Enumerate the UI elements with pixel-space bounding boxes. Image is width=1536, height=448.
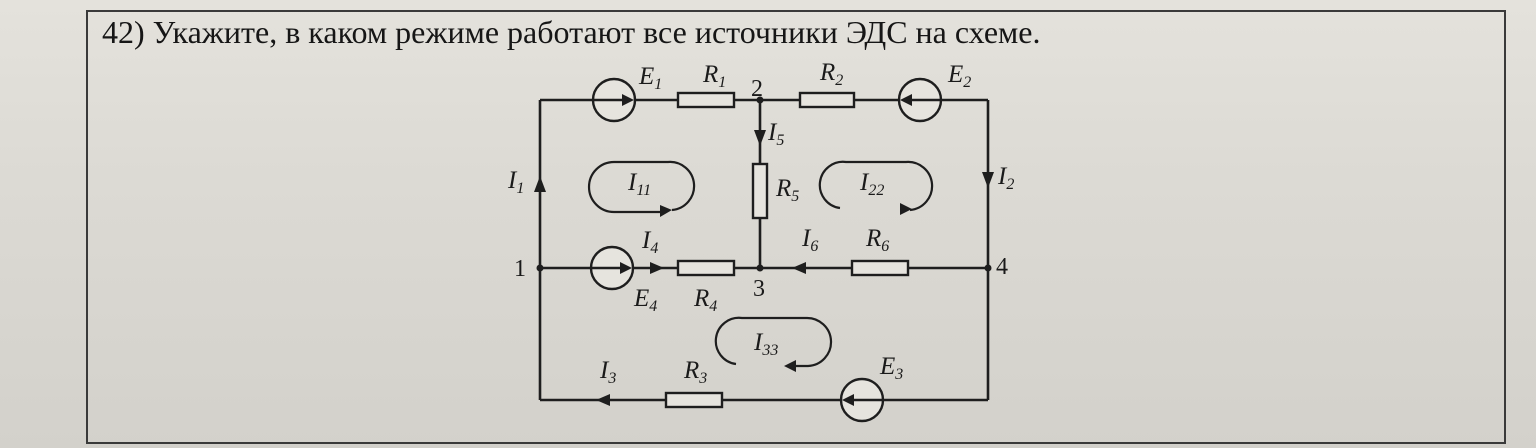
question-frame bbox=[86, 10, 1506, 444]
label-i6: I6 bbox=[801, 225, 818, 255]
label-r4: R4 bbox=[693, 285, 717, 315]
arrow-i2 bbox=[982, 172, 994, 188]
node-1: 1 bbox=[514, 256, 526, 282]
resistor-r5 bbox=[751, 162, 769, 220]
arrow-i3 bbox=[596, 394, 610, 406]
question-text: Укажите, в каком режиме работают все ист… bbox=[152, 14, 1041, 50]
label-r6: R6 bbox=[865, 225, 889, 255]
loop-i11 bbox=[587, 160, 696, 217]
loop-i22 bbox=[818, 160, 934, 215]
circuit-labels: E1 R1 2 R2 E2 I5 R5 I1 I2 I11 I22 I4 I6 … bbox=[507, 59, 1014, 387]
label-i3: I3 bbox=[599, 357, 616, 387]
label-i2: I2 bbox=[997, 163, 1014, 193]
loop-i33 bbox=[714, 316, 833, 372]
label-i5: I5 bbox=[767, 119, 784, 149]
label-r5: R5 bbox=[775, 175, 799, 205]
label-i4: I4 bbox=[641, 227, 658, 257]
label-r3: R3 bbox=[683, 357, 707, 387]
arrow-i6 bbox=[792, 262, 806, 274]
junction-dots bbox=[536, 96, 992, 272]
resistor-r6 bbox=[850, 259, 910, 277]
source-e2 bbox=[897, 77, 943, 123]
arrow-i5 bbox=[754, 130, 766, 146]
node-2: 2 bbox=[751, 76, 763, 102]
source-e1 bbox=[591, 77, 637, 123]
label-i22: I22 bbox=[859, 169, 884, 199]
label-i11: I11 bbox=[627, 169, 651, 199]
label-r1: R1 bbox=[702, 61, 726, 91]
label-i1: I1 bbox=[507, 167, 524, 197]
resistor-r4 bbox=[676, 259, 736, 277]
label-e4: E4 bbox=[633, 285, 657, 315]
arrow-i4 bbox=[650, 262, 664, 274]
resistor-r2 bbox=[798, 91, 856, 109]
label-e1: E1 bbox=[638, 63, 662, 93]
label-e3: E3 bbox=[879, 353, 903, 383]
question-title: 42) Укажите, в каком режиме работают все… bbox=[102, 12, 1041, 52]
source-e4 bbox=[589, 245, 635, 291]
question-number: 42) bbox=[102, 14, 145, 50]
source-e3 bbox=[839, 377, 885, 423]
node-4: 4 bbox=[996, 254, 1008, 280]
label-r2: R2 bbox=[819, 59, 843, 89]
arrow-i1 bbox=[534, 176, 546, 192]
label-e2: E2 bbox=[947, 61, 971, 91]
resistor-r3 bbox=[664, 391, 724, 409]
node-3: 3 bbox=[753, 276, 765, 302]
label-i33: I33 bbox=[753, 329, 778, 359]
resistor-r1 bbox=[676, 91, 736, 109]
